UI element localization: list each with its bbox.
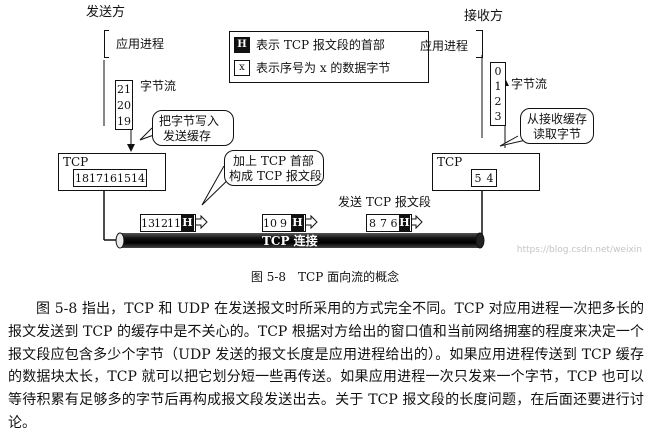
segment-header: H [291, 215, 304, 231]
watermark: https://blog.csdn.net/weixin [516, 245, 642, 255]
segment-byte: 9 [280, 217, 287, 230]
sender-app-bracket [104, 30, 109, 58]
sender-stack-byte: 19 [117, 115, 131, 128]
sender-buffer-byte: 14 [131, 172, 145, 185]
sender-app-label: 应用进程 [116, 37, 165, 51]
sender-stack-byte: 20 [117, 99, 131, 112]
tcp-stream-diagram: H 表示 TCP 报文段的首部 x 表示序号为 x 的数据字节 发送方 应用进程… [58, 5, 642, 255]
sender-note: 把字节写入 发送缓存 [152, 110, 234, 146]
segment-byte: 8 [369, 217, 376, 230]
sender-buffer-byte: 16 [103, 172, 117, 185]
sender-stream-label: 字节流 [140, 79, 177, 93]
sender-stack-byte: 21 [117, 83, 131, 96]
receiver-buffer-byte: 5 [474, 172, 482, 185]
segment-3: 8 7 6 H [366, 214, 412, 232]
sender-title: 发送方 [86, 5, 126, 20]
sender-tcp-box: TCP 18 17 16 15 14 [58, 153, 166, 191]
receiver-app-label: 应用进程 [420, 39, 469, 53]
segment-byte: 10 [263, 217, 277, 230]
segment-2: 10 9 H [262, 214, 306, 232]
segment-byte: 7 [380, 217, 387, 230]
receiver-stack-byte: 0 [494, 65, 502, 78]
sender-buffer-byte: 18 [75, 172, 89, 185]
receiver-byte-stack: 0 1 2 3 [490, 62, 506, 126]
receiver-note-line: 从接收缓存 [527, 112, 588, 126]
diagram-lines [103, 55, 527, 249]
middle-note-line: 构成 TCP 报文段 [229, 169, 322, 183]
segment-byte: 13 [141, 217, 155, 230]
receiver-stack-byte: 1 [494, 80, 502, 93]
sender-buffer: 18 17 16 15 14 [73, 169, 147, 187]
receiver-note: 从接收缓存 读取字节 [520, 108, 594, 144]
sender-buffer-byte: 17 [89, 172, 103, 185]
receiver-title: 接收方 [464, 9, 504, 24]
legend-header-symbol: H [234, 37, 250, 53]
sender-note-line: 把字节写入 [159, 114, 220, 128]
pipe-label: TCP 连接 [262, 234, 318, 248]
segment-header: H [181, 215, 194, 231]
legend-byte-text: 表示序号为 x 的数据字节 [256, 61, 391, 75]
sender-byte-stack: 21 20 19 [115, 80, 133, 130]
segment-byte: 11 [167, 217, 181, 230]
sender-stream-arrowhead [127, 144, 135, 152]
segment-byte: 12 [154, 217, 168, 230]
legend-byte-symbol: x [234, 60, 250, 76]
middle-note: 加上 TCP 首部 构成 TCP 报文段 [224, 150, 324, 186]
legend-header-text: 表示 TCP 报文段的首部 [256, 38, 385, 52]
sender-buffer-byte: 15 [117, 172, 131, 185]
receiver-stack-byte: 3 [494, 110, 502, 123]
sender-tcp-label: TCP [63, 155, 89, 169]
receiver-stream-label: 字节流 [511, 77, 548, 91]
middle-note-line: 加上 TCP 首部 [233, 154, 314, 168]
receiver-buffer-byte: 4 [486, 172, 494, 185]
receiver-app-bracket [476, 30, 483, 58]
receiver-note-line: 读取字节 [533, 127, 582, 141]
segment-header: H [399, 215, 410, 231]
body-paragraph: 图 5-8 指出，TCP 和 UDP 在发送报文时所采用的方式完全不同。TCP … [8, 301, 644, 431]
receiver-buffer: 5 4 [471, 169, 497, 187]
segment-byte: 6 [390, 217, 398, 230]
figure-caption: 图 5-8 TCP 面向流的概念 [250, 270, 400, 284]
receiver-tcp-label: TCP [437, 155, 463, 169]
segment-1: 13 12 11 H [140, 214, 196, 232]
sender-note-line: 发送缓存 [163, 129, 212, 143]
receiver-note-pointer [499, 135, 527, 147]
segment-label: 发送 TCP 报文段 [338, 195, 431, 209]
tcp-pipe [118, 233, 482, 248]
legend-box: H 表示 TCP 报文段的首部 x 表示序号为 x 的数据字节 [229, 31, 429, 83]
receiver-stack-byte: 2 [494, 95, 502, 108]
receiver-tcp-box: TCP 5 4 [432, 153, 540, 191]
